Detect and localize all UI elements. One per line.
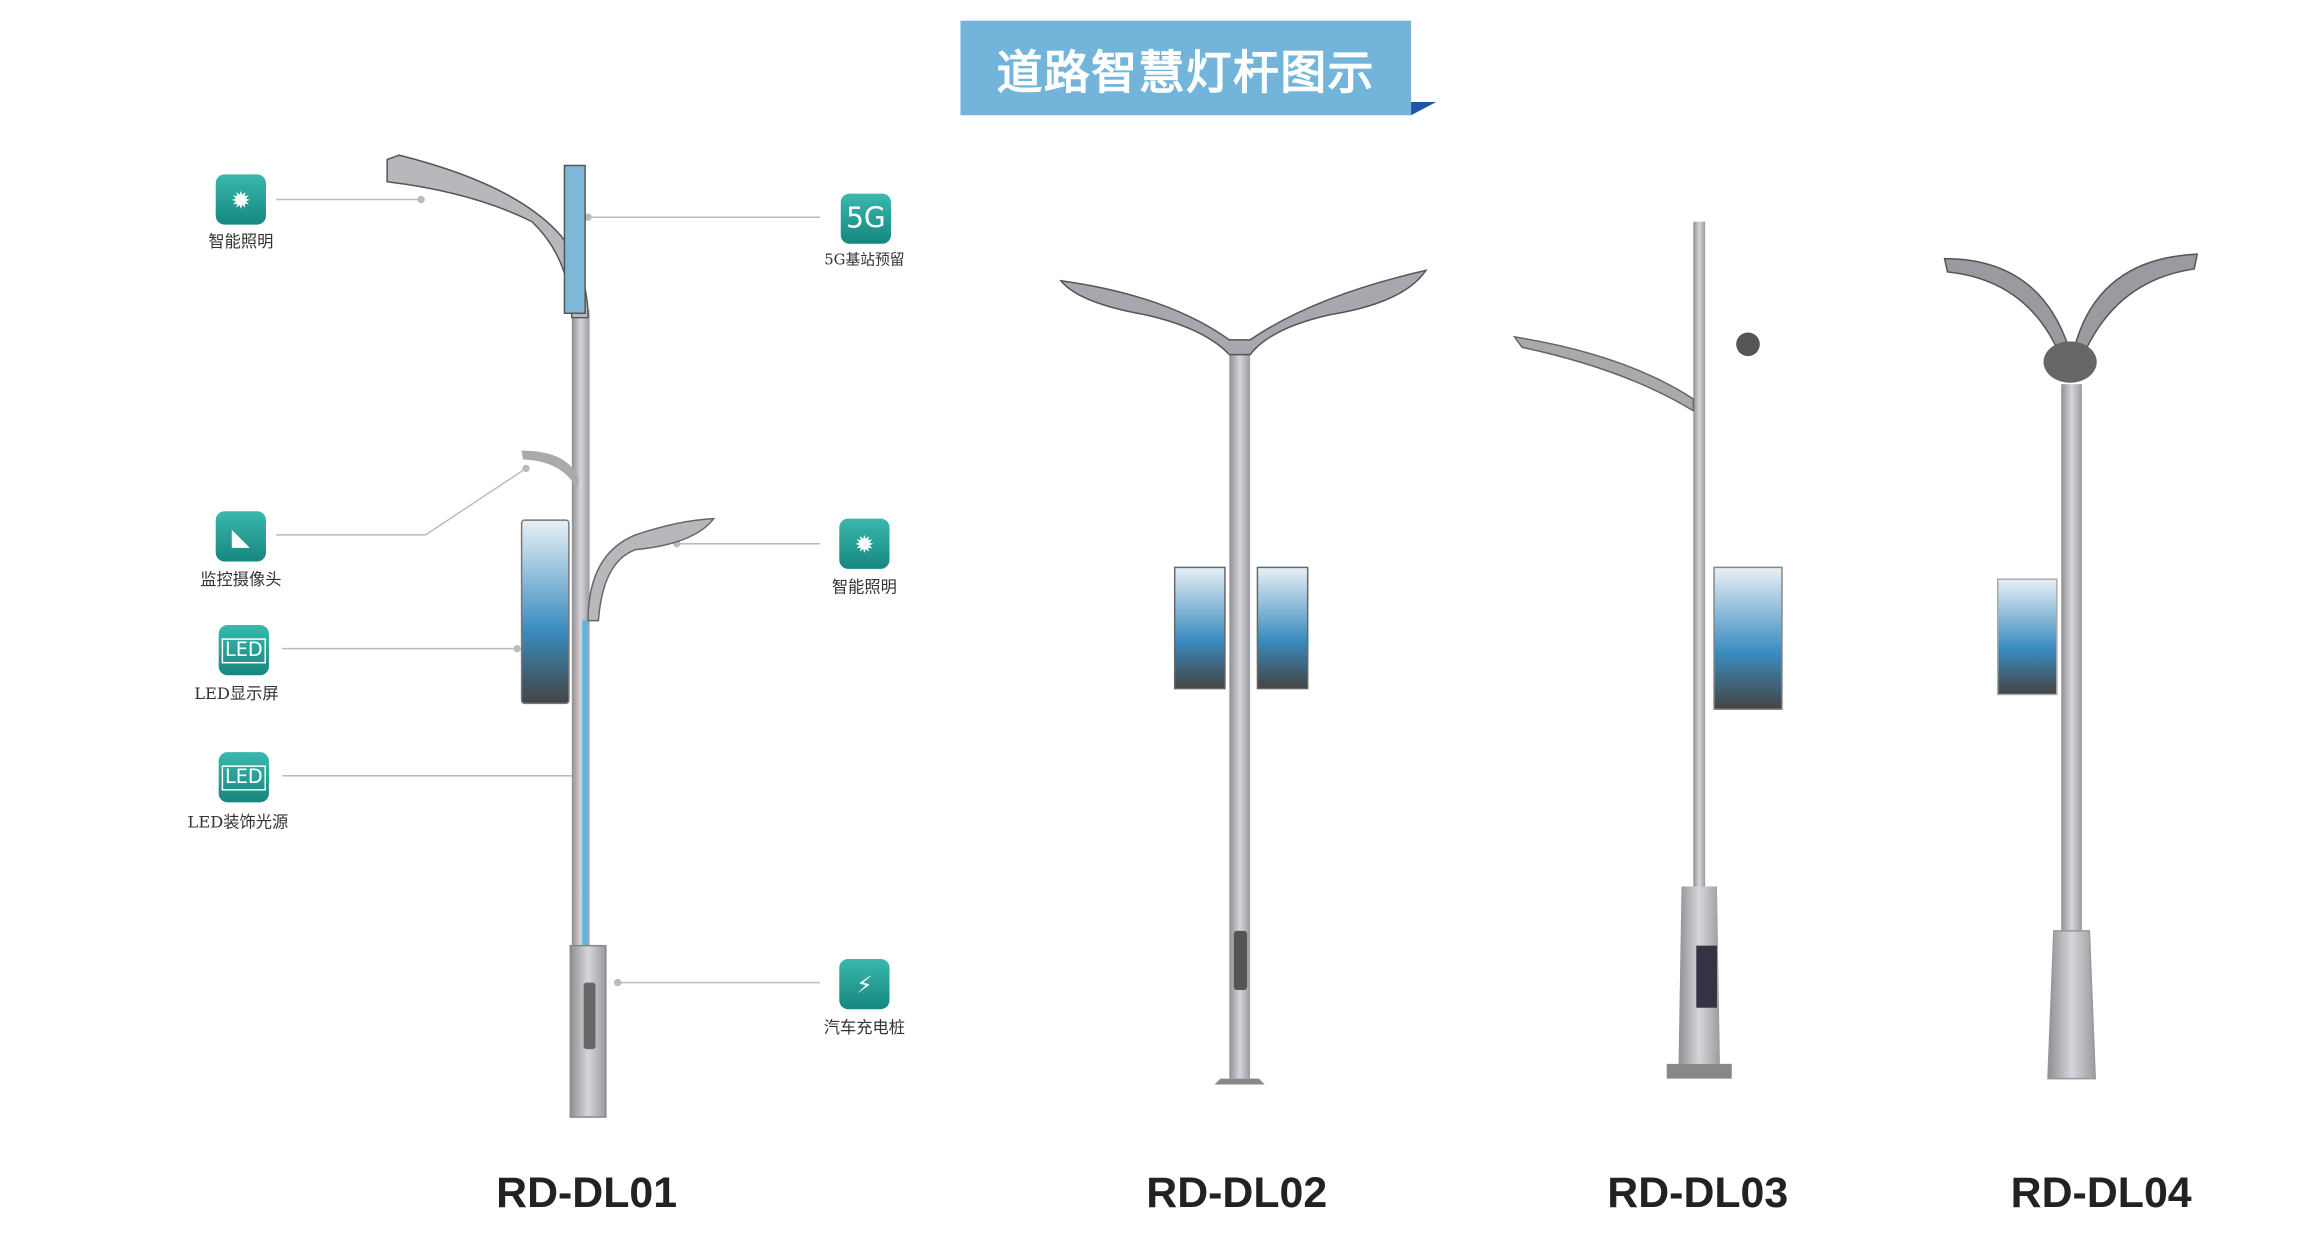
model-label: RD-DL03 (1607, 1170, 1789, 1218)
label-led-decor: LED装饰光源 (187, 812, 289, 832)
led-icon-text: LED (222, 637, 266, 663)
led-icon-text: LED (222, 764, 266, 790)
label-5g: 5G基站预留 (824, 252, 905, 269)
page-title: 道路智慧灯杆图示 (960, 20, 1412, 116)
model-label: RD-DL04 (2010, 1170, 2192, 1218)
car-charger-icon: ⚡ (839, 958, 890, 1010)
led-icon: LED (218, 752, 269, 803)
model-label: RD-DL02 (1146, 1170, 1328, 1218)
pole-rd-dl02 (1059, 269, 1428, 1085)
label-smart-lighting-right: 智能照明 (831, 577, 897, 597)
label-led-display: LED显示屏 (194, 684, 279, 704)
model-label: RD-DL01 (496, 1170, 678, 1218)
led-icon: LED (218, 625, 269, 676)
camera-icon: ◣ (215, 511, 266, 562)
banner-fold (1411, 101, 1437, 116)
label-camera: 监控摄像头 (200, 570, 282, 590)
callout-lines (276, 198, 821, 984)
pole-rd-dl01 (386, 154, 716, 1118)
label-ev-charger: 汽车充电桩 (823, 1018, 906, 1038)
pole-rd-dl03 (1512, 221, 1783, 1079)
label-smart-lighting: 智能照明 (208, 231, 274, 252)
5g-icon-text: 5G (846, 202, 886, 235)
pole-rd-dl04 (1943, 253, 2199, 1080)
sun-icon: ✹ (839, 518, 890, 569)
sun-icon: ✹ (215, 174, 266, 225)
5g-icon: 5G (840, 193, 891, 244)
